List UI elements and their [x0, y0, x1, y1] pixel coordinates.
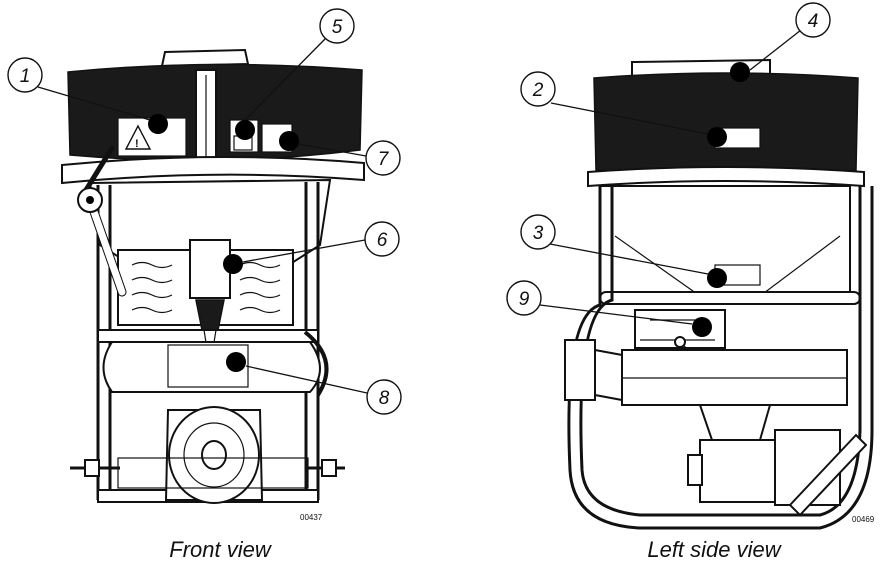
callout-dot-6	[223, 254, 243, 274]
side-view-caption: Left side view	[647, 537, 782, 562]
side-view-figure-id: 00469	[852, 515, 875, 524]
front-view-drawing: !	[61, 48, 365, 504]
callout-dot-7	[279, 131, 299, 151]
front-view-figure-id: 00437	[300, 513, 323, 522]
svg-text:1: 1	[20, 66, 31, 87]
svg-text:6: 6	[377, 230, 388, 251]
callout-bubble-1: 1	[7, 57, 43, 93]
callout-bubble-6: 6	[364, 221, 400, 257]
callout-bubble-9: 9	[506, 280, 542, 316]
leader-lines	[37, 29, 802, 394]
svg-text:9: 9	[519, 289, 530, 310]
warning-triangle-icon	[124, 124, 152, 150]
callout-dots	[148, 62, 750, 372]
svg-text:2: 2	[532, 80, 544, 101]
svg-text:3: 3	[533, 223, 544, 244]
side-view-drawing	[564, 58, 874, 530]
callout-dot-4	[730, 62, 750, 82]
front-view-caption: Front view	[169, 537, 273, 562]
callout-dot-5	[235, 120, 255, 140]
callout-dot-8	[226, 352, 246, 372]
svg-text:5: 5	[332, 17, 343, 38]
callout-bubble-5: 5	[319, 8, 355, 44]
svg-text:!: !	[135, 138, 139, 150]
callout-bubble-3: 3	[520, 214, 556, 250]
callout-dot-2	[707, 127, 727, 147]
callout-bubble-4: 4	[795, 2, 831, 38]
svg-text:8: 8	[379, 388, 390, 409]
svg-text:7: 7	[378, 149, 390, 170]
callout-bubble-8: 8	[366, 379, 402, 415]
callout-dot-9	[692, 317, 712, 337]
callout-bubble-7: 7	[365, 140, 401, 176]
callout-dot-3	[707, 268, 727, 288]
callout-dot-1	[148, 114, 168, 134]
svg-text:4: 4	[808, 11, 819, 32]
callout-bubble-2: 2	[520, 71, 556, 107]
